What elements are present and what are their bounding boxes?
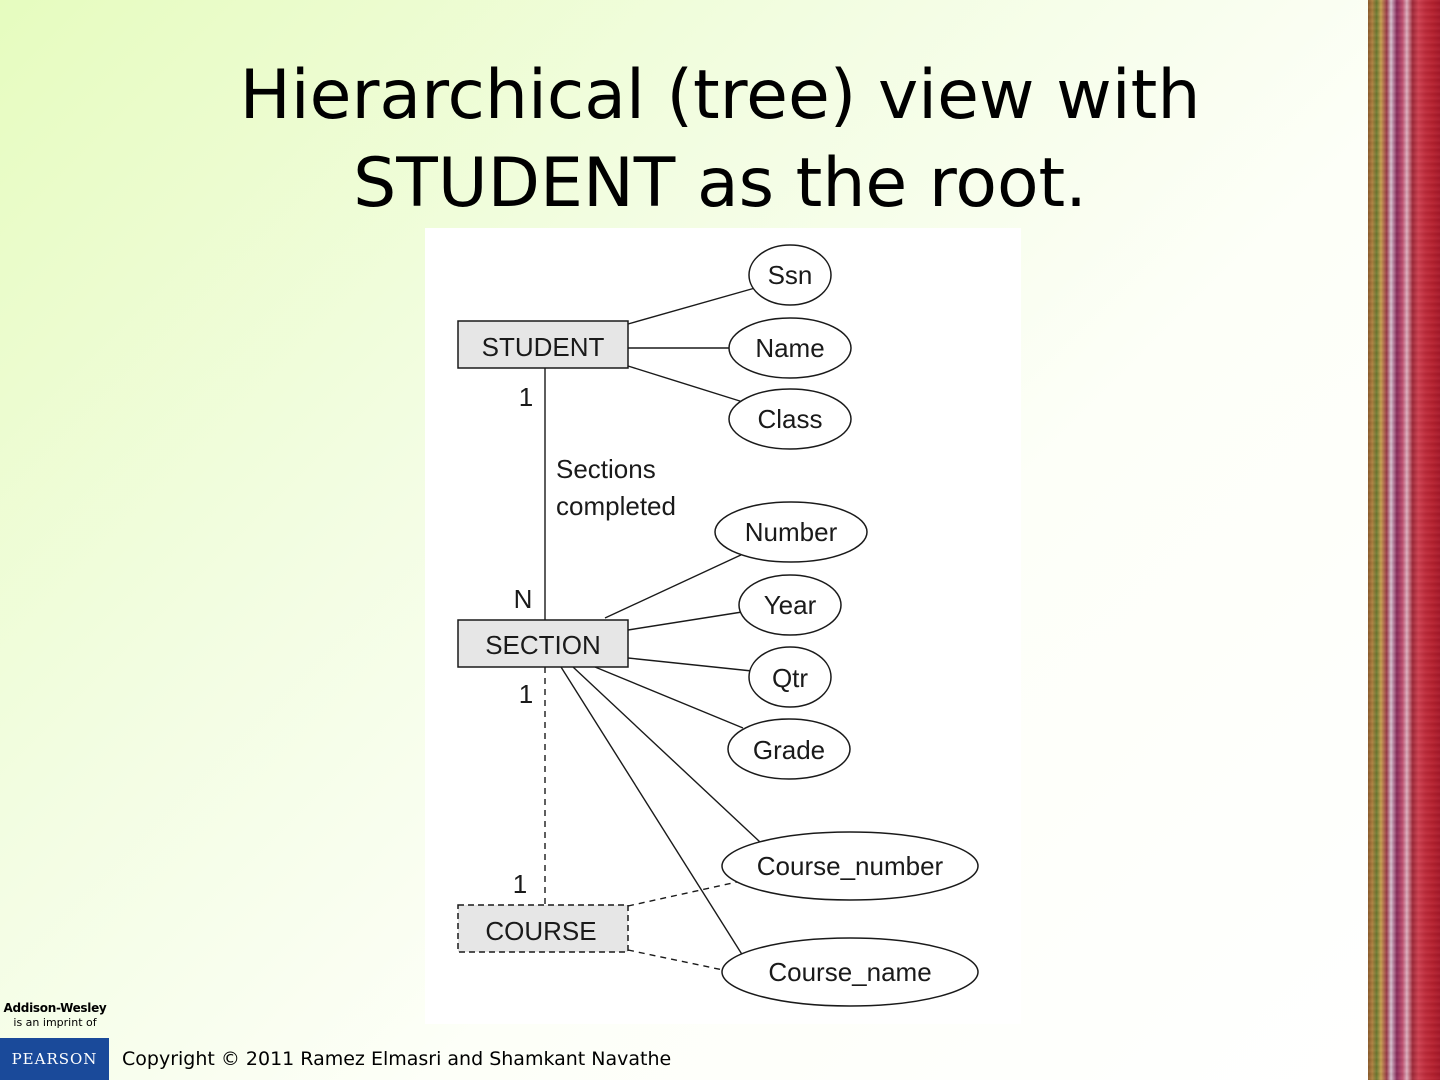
copyright-notice: Copyright © 2011 Ramez Elmasri and Shamk… [122,1048,672,1070]
student-entity-label: STUDENT [482,332,605,362]
section-year-link [627,611,743,631]
attribute-ellipses [714,244,979,1007]
decorative-side-stripe [1368,0,1440,1080]
diagram-dashed-connectors [544,667,738,971]
cardinality-section-to-course: 1 [519,679,533,709]
course-entity-label: COURSE [485,916,596,946]
section-qtr-link [627,657,753,672]
number-attribute-label: Number [745,517,838,547]
diagram-connectors [544,287,761,957]
name-attribute-ellipse [728,317,852,379]
name-attribute-label: Name [755,333,824,363]
cardinality-section-side: N [514,584,533,614]
year-attribute-ellipse [738,574,842,636]
ssn-attribute-ellipse [748,244,832,306]
course-entity-box [457,904,629,953]
slide-title-line-2: STUDENT as the root. [353,144,1087,223]
section-course-name-link [560,666,744,957]
section-entity-box [457,619,629,668]
number-attribute-ellipse [714,501,868,563]
grade-attribute-label: Grade [753,735,825,765]
course-course-number-link [627,881,738,907]
addison-wesley-label: Addison-Wesley [3,1001,107,1015]
year-attribute-label: Year [764,590,817,620]
cardinality-course-side: 1 [513,869,527,899]
section-entity-label: SECTION [485,630,601,660]
section-number-link [604,553,744,619]
class-attribute-ellipse [728,388,852,450]
relationship-label-line-1: Sections [556,454,656,484]
publisher-branding: Addison-Wesley is an imprint of [0,1000,110,1030]
course-course-name-link [627,949,724,971]
class-attribute-label: Class [757,404,822,434]
course-name-attribute-label: Course_name [768,957,931,987]
student-class-link [627,365,744,403]
qtr-attribute-label: Qtr [772,663,808,693]
relationship-label-line-2: completed [556,491,676,521]
er-diagram-panel: STUDENT SECTION COURSE Ssn Name Class Nu… [425,228,1021,1024]
course-name-attribute-ellipse [721,937,979,1007]
slide-title-line-1: Hierarchical (tree) view with [239,56,1201,135]
grade-attribute-ellipse [727,718,851,780]
course-number-attribute-label: Course_number [757,851,944,881]
pearson-logo: PEARSON [0,1038,109,1080]
course-number-attribute-ellipse [721,831,979,901]
section-grade-link [594,666,744,729]
cardinality-student-side: 1 [519,382,533,412]
section-course-number-link [572,666,761,843]
student-ssn-link [627,287,756,325]
student-entity-box [457,320,629,369]
ssn-attribute-label: Ssn [768,260,813,290]
er-diagram: STUDENT SECTION COURSE Ssn Name Class Nu… [457,244,979,1007]
slide-title: Hierarchical (tree) view with STUDENT as… [0,52,1440,228]
imprint-note: is an imprint of [13,1016,97,1029]
qtr-attribute-ellipse [748,646,832,708]
